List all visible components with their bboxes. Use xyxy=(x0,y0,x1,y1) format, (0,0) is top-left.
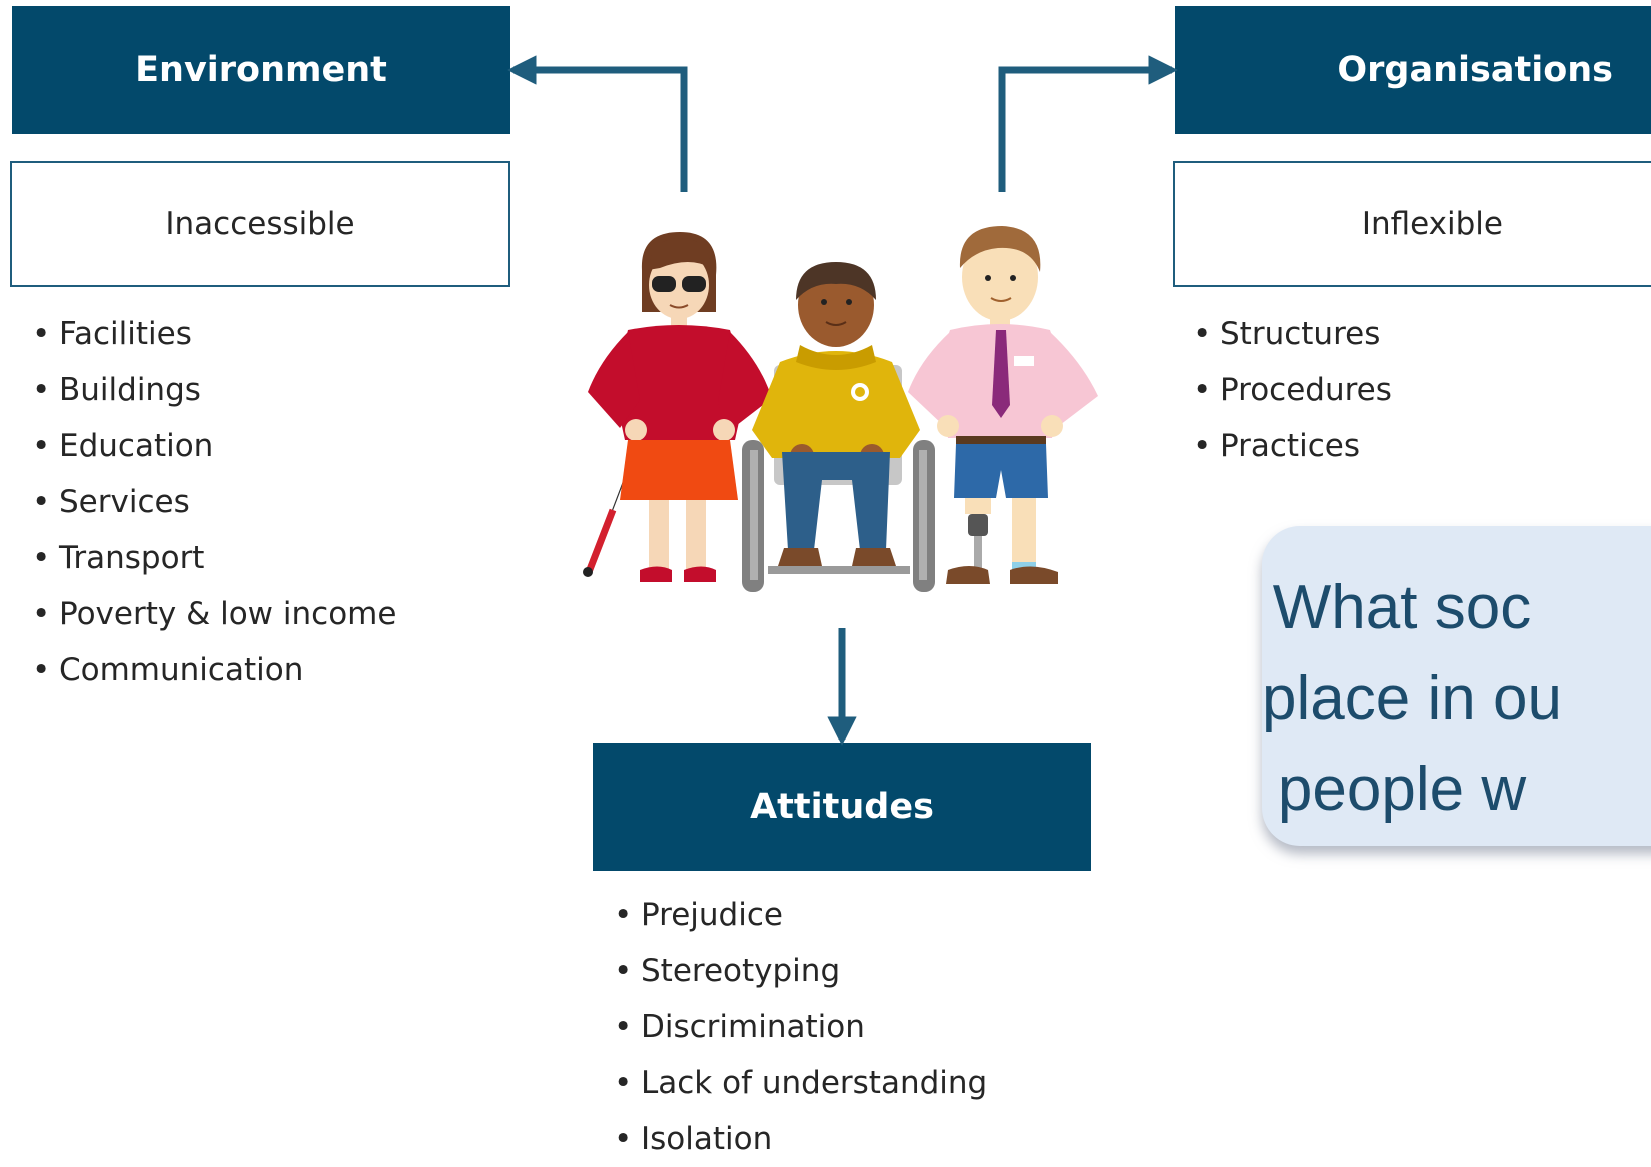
environment-subtitle-box: Inaccessible xyxy=(10,161,510,287)
attitudes-header: Attitudes xyxy=(593,743,1091,871)
wheelchair-user-figure xyxy=(742,262,935,592)
list-item: Prejudice xyxy=(610,887,987,943)
list-item: Stereotyping xyxy=(610,943,987,999)
list-item: Facilities xyxy=(28,306,396,362)
list-item: Buildings xyxy=(28,362,396,418)
list-item: Practices xyxy=(1189,418,1392,474)
attitudes-list: Prejudice Stereotyping Discrimination La… xyxy=(610,887,987,1167)
callout-line: people w xyxy=(1277,755,1527,824)
environment-header: Environment xyxy=(12,6,510,134)
list-item: Discrimination xyxy=(610,999,987,1055)
organisations-list: Structures Procedures Practices xyxy=(1189,306,1392,474)
list-item: Isolation xyxy=(610,1111,987,1167)
arrow-to-environment xyxy=(507,55,688,192)
environment-title: Environment xyxy=(135,50,387,90)
woman-with-white-cane-figure xyxy=(583,232,772,582)
organisations-header: Organisations xyxy=(1175,6,1651,134)
list-item: Transport xyxy=(28,530,396,586)
list-item: Services xyxy=(28,474,396,530)
callout-line: What soc xyxy=(1272,573,1532,642)
arrow-to-organisations xyxy=(998,55,1178,192)
callout-line: place in ou xyxy=(1262,664,1562,733)
organisations-subtitle: Inflexible xyxy=(1361,206,1503,242)
question-callout: What soc place in ou people w xyxy=(1262,526,1651,846)
list-item: Education xyxy=(28,418,396,474)
list-item: Lack of understanding xyxy=(610,1055,987,1111)
environment-subtitle: Inaccessible xyxy=(165,206,355,242)
environment-list: Facilities Buildings Education Services … xyxy=(28,306,396,698)
list-item: Communication xyxy=(28,642,396,698)
list-item: Structures xyxy=(1189,306,1392,362)
man-with-prosthetic-leg-figure xyxy=(908,226,1098,584)
organisations-subtitle-box: Inflexible xyxy=(1173,161,1651,287)
organisations-title: Organisations xyxy=(1337,50,1613,90)
list-item: Procedures xyxy=(1189,362,1392,418)
list-item: Poverty & low income xyxy=(28,586,396,642)
attitudes-title: Attitudes xyxy=(750,787,934,827)
